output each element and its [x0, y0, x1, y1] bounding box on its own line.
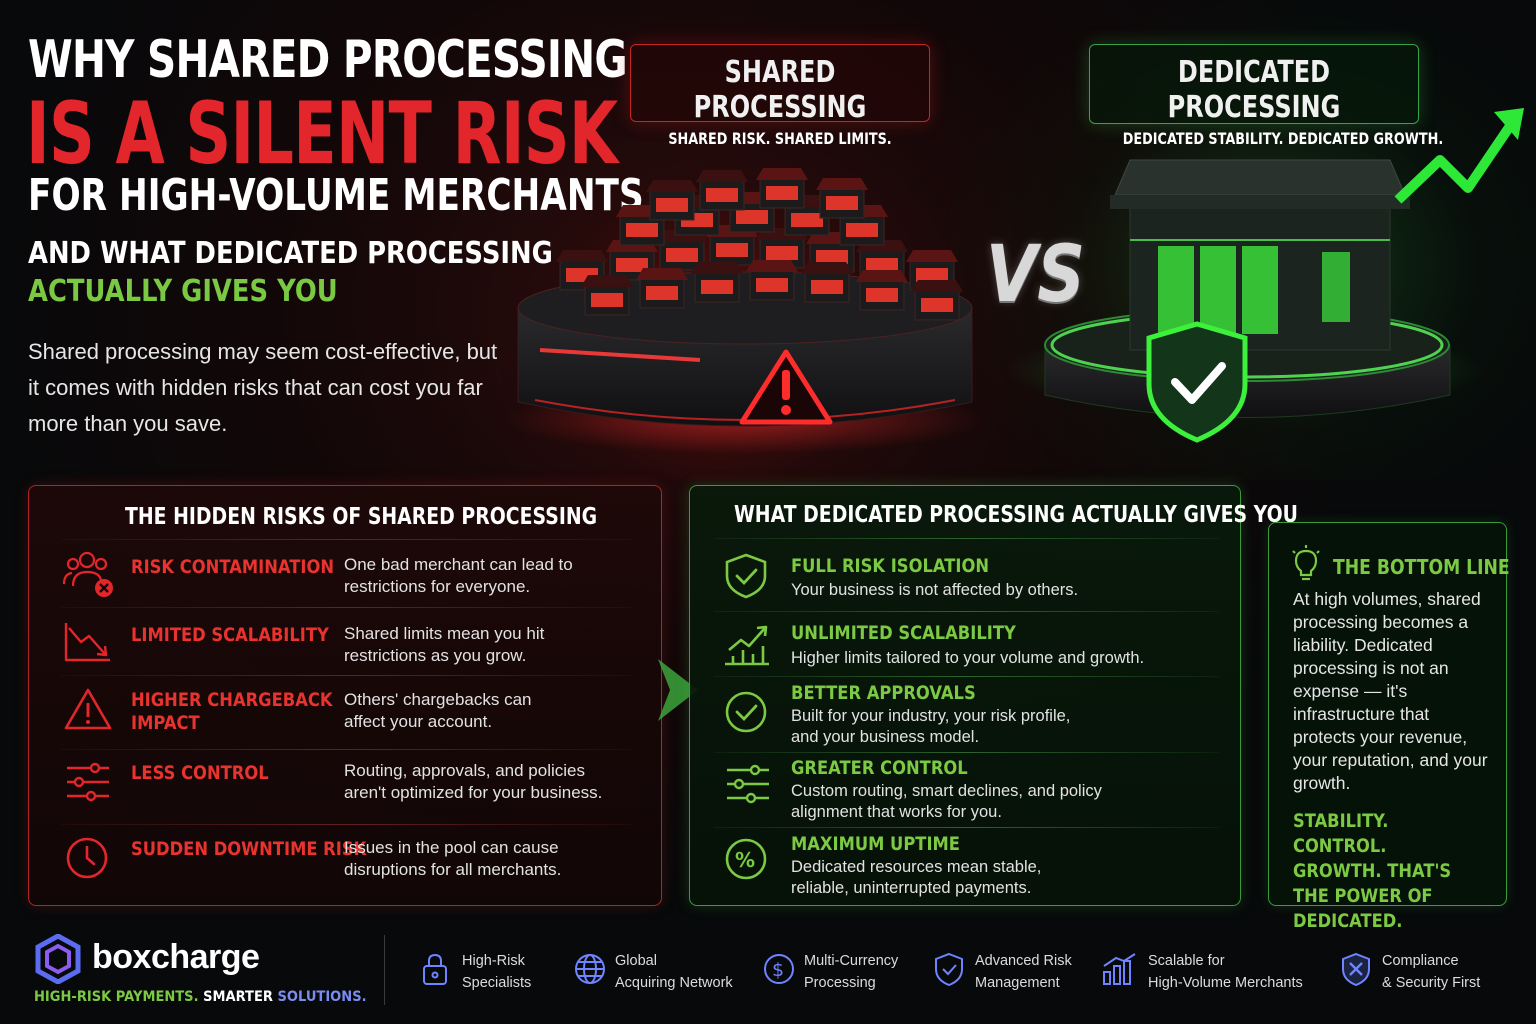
benefit-title-scalability: UNLIMITED SCALABILITY [791, 622, 1016, 644]
benefit-title-control: GREATER CONTROL [791, 757, 968, 779]
risk-title-scalability: LIMITED SCALABILITY [131, 624, 329, 646]
merchant-storefront [646, 180, 698, 221]
bottom-line-title: THE BOTTOM LINE [1333, 555, 1510, 579]
growth-arrow-icon [1394, 108, 1524, 204]
headline-line-1: WHY SHARED PROCESSING [28, 30, 628, 90]
lightbulb-icon [1292, 545, 1320, 581]
bottom-line-body: At high volumes, shared processing becom… [1293, 589, 1488, 793]
risk-desc-control-2: aren't optimized for your business. [344, 783, 603, 802]
merchant-storefront [606, 240, 658, 281]
svg-text:$: $ [772, 959, 784, 981]
intro-paragraph: Shared processing may seem cost-effectiv… [28, 339, 498, 436]
chart-up-icon [725, 625, 769, 666]
benefit-desc-control-1: Custom routing, smart declines, and poli… [791, 782, 1102, 800]
benefit-desc-scalability: Higher limits tailored to your volume an… [791, 649, 1145, 667]
shared-platform [505, 271, 985, 454]
dedicated-label-subtitle: DEDICATED STABILITY. DEDICATED GROWTH. [1122, 129, 1444, 148]
globe-icon [575, 954, 605, 984]
risk-title-control: LESS CONTROL [131, 762, 269, 784]
subheadline-line-2: ACTUALLY GIVES YOU [28, 274, 338, 309]
dedicated-processing-label: DEDICATED PROCESSING DEDICATED STABILITY… [1089, 44, 1443, 148]
trend-down-icon [64, 623, 110, 662]
benefit-desc-isolation: Your business is not affected by others. [791, 581, 1079, 599]
merchant-storefront [816, 178, 868, 219]
benefit-title-isolation: FULL RISK ISOLATION [791, 555, 990, 577]
risk-desc-scalability-1: Shared limits mean you hit [344, 624, 545, 643]
benefit-title-uptime: MAXIMUM UPTIME [791, 833, 960, 855]
risk-title-contamination: RISK CONTAMINATION [131, 556, 335, 578]
shared-label-title: SHARED PROCESSING [693, 55, 867, 125]
boxcharge-logo-icon [35, 934, 81, 984]
risk-desc-chargeback-2: affect your account. [344, 712, 493, 731]
merchant-storefront [696, 170, 748, 211]
bottom-line-panel: THE BOTTOM LINE At high volumes, shared … [1268, 522, 1510, 932]
shield-tools-icon [1342, 952, 1370, 987]
benefit-desc-control-2: alignment that works for you. [791, 803, 1002, 821]
shield-icon [935, 952, 963, 987]
hidden-risks-panel: THE HIDDEN RISKS OF SHARED PROCESSING RI… [28, 485, 662, 906]
merchant-storefront [756, 168, 808, 209]
risk-title-chargeback-2: IMPACT [131, 712, 200, 734]
percent-icon: % [725, 838, 767, 880]
users-x-icon [62, 551, 113, 597]
shared-label-subtitle: SHARED RISK. SHARED LIMITS. [668, 129, 892, 148]
risk-title-chargeback-1: HIGHER CHARGEBACK [131, 689, 333, 711]
vs-label: VS [986, 230, 1086, 320]
brand-tagline: HIGH-RISK PAYMENTS. SMARTER SOLUTIONS. [34, 989, 367, 1005]
headline-line-3: FOR HIGH-VOLUME MERCHANTS — [28, 170, 690, 221]
warning-icon [739, 349, 833, 425]
merchant-storefront [911, 280, 963, 321]
bottom-line-tagline: STABILITY. CONTROL. GROWTH. THAT'S THE P… [1293, 811, 1452, 932]
shared-processing-label: SHARED PROCESSING SHARED RISK. SHARED LI… [630, 44, 930, 148]
brand-name: boxcharge [92, 938, 260, 976]
benefit-title-approvals: BETTER APPROVALS [791, 682, 976, 704]
sliders-icon [67, 762, 109, 802]
risk-desc-downtime-2: disruptions for all merchants. [344, 860, 562, 879]
lock-icon [423, 953, 447, 985]
warning-icon [64, 688, 112, 730]
dedicated-benefits-title: WHAT DEDICATED PROCESSING ACTUALLY GIVES… [734, 502, 1298, 528]
sliders-icon [727, 764, 769, 804]
risk-desc-chargeback-1: Others' chargebacks can [344, 690, 532, 709]
comparison-illustration [505, 108, 1524, 454]
dollar-icon: $ [764, 954, 794, 984]
risk-desc-contamination-1: One bad merchant can lead to [344, 555, 573, 574]
merchant-storefront [581, 275, 633, 316]
shared-merchant-storefronts [556, 168, 963, 321]
hidden-risks-title: THE HIDDEN RISKS OF SHARED PROCESSING [125, 504, 598, 530]
benefit-desc-uptime-2: reliable, uninterrupted payments. [791, 879, 1032, 897]
clock-icon [66, 837, 108, 879]
risk-desc-contamination-2: restrictions for everyone. [344, 577, 531, 596]
merchant-storefront [746, 260, 798, 301]
merchant-storefront [636, 268, 688, 309]
shield-check-icon [725, 553, 767, 599]
arrow-right-icon [658, 659, 698, 721]
bar-chart-icon [1103, 953, 1136, 985]
headline-line-2: IS A SILENT RISK [26, 84, 618, 184]
risk-desc-control-1: Routing, approvals, and policies [344, 761, 585, 780]
benefit-desc-approvals-1: Built for your industry, your risk profi… [791, 707, 1071, 725]
benefit-desc-uptime-1: Dedicated resources mean stable, [791, 858, 1042, 876]
merchant-storefront [691, 262, 743, 303]
svg-text:%: % [735, 848, 755, 872]
dedicated-storefront [1110, 159, 1410, 351]
risk-desc-downtime-1: Issues in the pool can cause [344, 838, 559, 857]
shield-check-icon [1146, 321, 1248, 443]
dedicated-benefits-panel: WHAT DEDICATED PROCESSING ACTUALLY GIVES… [689, 485, 1298, 906]
merchant-storefront [801, 262, 853, 303]
benefit-desc-approvals-2: and your business model. [791, 728, 980, 746]
risk-title-downtime: SUDDEN DOWNTIME RISK [131, 838, 367, 860]
risk-desc-scalability-2: restrictions as you grow. [344, 646, 527, 665]
merchant-storefront [856, 270, 908, 311]
check-circle-icon [725, 691, 767, 733]
subheadline-line-1: AND WHAT DEDICATED PROCESSING [28, 236, 553, 271]
dedicated-label-title: DEDICATED PROCESSING [1167, 55, 1341, 125]
